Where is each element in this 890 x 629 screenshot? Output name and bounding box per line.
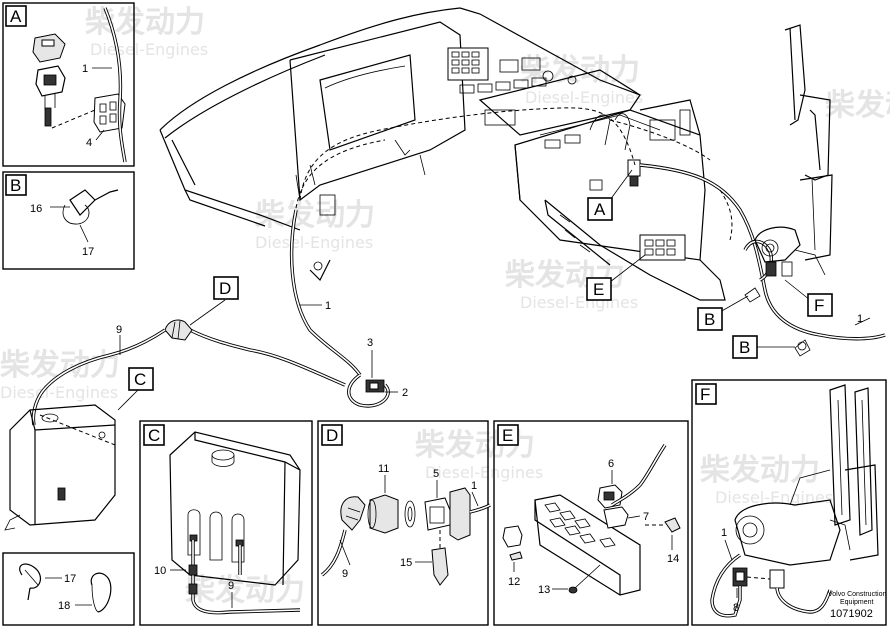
svg-text:14: 14 [667,553,679,565]
svg-text:Diesel-Engines: Diesel-Engines [0,383,118,402]
svg-text:C: C [134,370,146,389]
detail-panel-c[interactable]: C 10 9 [139,420,313,626]
svg-text:Diesel-Engines: Diesel-Engines [520,293,638,312]
svg-text:B: B [704,310,715,329]
svg-text:18: 18 [58,600,70,612]
svg-text:9: 9 [228,580,234,592]
svg-text:1: 1 [82,63,88,75]
callout-c[interactable]: C [117,367,154,411]
svg-text:10: 10 [154,565,166,577]
label-2: 2 [402,387,408,399]
svg-text:13: 13 [538,584,550,596]
label-1-right: 1 [857,313,863,325]
svg-text:柴发动力: 柴发动力 [0,348,120,383]
company-name: Volvo Construction [828,591,886,598]
svg-text:16: 16 [30,203,42,215]
callout-b-lower[interactable]: B [732,335,795,359]
callout-a[interactable]: A [587,169,633,221]
label-1-left: 1 [325,300,331,312]
svg-text:7: 7 [643,511,649,523]
svg-text:9: 9 [342,568,348,580]
svg-text:E: E [502,426,513,445]
svg-text:A: A [10,7,22,26]
svg-text:1: 1 [721,527,727,539]
svg-text:Diesel-Engines: Diesel-Engines [715,488,833,507]
label-9: 9 [116,324,122,336]
svg-text:柴发动力: 柴发动力 [255,198,375,233]
wiper-assembly [754,24,833,277]
svg-text:12: 12 [508,576,520,588]
svg-text:柴发动力: 柴发动力 [700,453,820,488]
svg-text:A: A [594,200,606,219]
main-wiring [31,119,886,426]
svg-text:C: C [148,426,160,445]
drawing-number: 1071902 [830,608,873,620]
svg-text:D: D [219,279,231,298]
svg-text:B: B [739,338,750,357]
main-label-group: 1 1 2 3 9 [116,300,871,399]
dashboard-assembly [159,7,726,301]
label-3: 3 [367,337,373,349]
svg-text:Diesel-Engines: Diesel-Engines [525,88,643,107]
switch-grid [451,51,480,74]
svg-text:17: 17 [82,246,94,258]
svg-text:4: 4 [86,137,92,149]
svg-text:E: E [593,280,604,299]
detail-panel-b[interactable]: B 16 17 [2,171,135,270]
svg-text:15: 15 [400,557,412,569]
detail-panel-f[interactable]: F 1 8 Volvo Construction Equipment 10719… [691,379,887,626]
company-name-line2: Equipment [840,599,874,606]
washer-tank [4,404,116,531]
watermark-layer: 柴发动力 Diesel-Engines 柴发动力 Diesel-Engines … [0,5,890,608]
callout-f[interactable]: F [784,279,833,317]
detail-panel-a[interactable]: A 1 4 [2,2,135,167]
svg-text:柴发动力: 柴发动力 [825,88,890,123]
svg-text:Diesel-Engines: Diesel-Engines [425,463,543,482]
callout-d[interactable]: D [189,276,239,326]
svg-text:17: 17 [64,573,76,585]
svg-text:Diesel-Engines: Diesel-Engines [255,233,373,252]
svg-text:6: 6 [608,458,614,470]
svg-text:8: 8 [733,602,739,614]
svg-text:B: B [10,176,21,195]
detail-panel-e[interactable]: E 6 7 12 13 14 [493,420,689,626]
svg-text:F: F [814,296,824,315]
svg-text:1: 1 [471,480,477,492]
svg-text:柴发动力: 柴发动力 [85,5,205,40]
svg-text:11: 11 [378,463,389,475]
svg-text:Diesel-Engines: Diesel-Engines [90,40,208,59]
detail-panel-d[interactable]: D 11 5 1 9 15 [317,420,491,626]
detail-panel-cable-ties[interactable]: 17 18 [2,552,135,626]
svg-text:F: F [700,385,710,404]
callout-e[interactable]: E [586,254,646,301]
svg-text:5: 5 [433,468,439,480]
callout-b-upper[interactable]: B [697,295,749,331]
svg-text:D: D [326,426,338,445]
svg-text:柴发动力: 柴发动力 [185,573,305,608]
